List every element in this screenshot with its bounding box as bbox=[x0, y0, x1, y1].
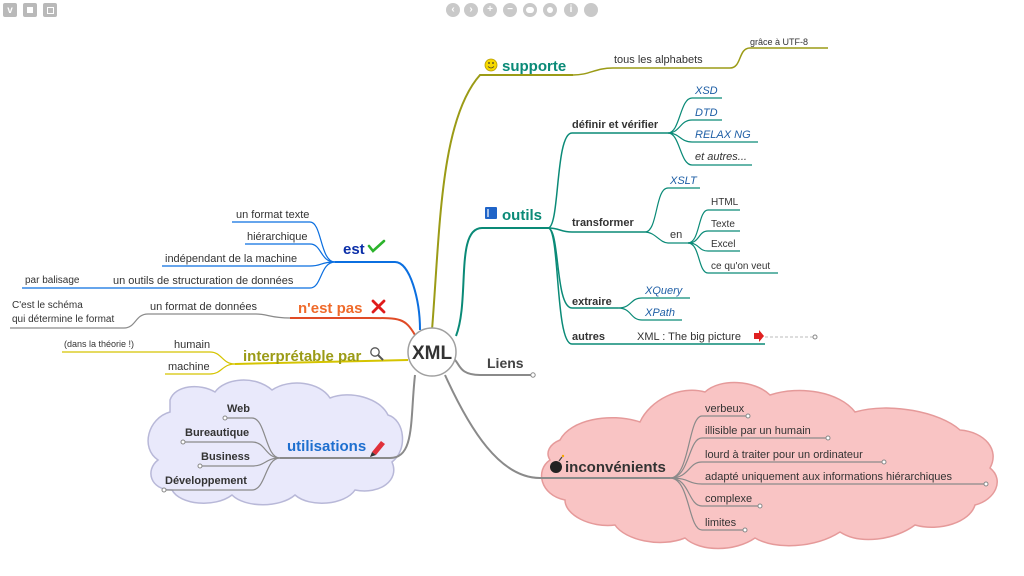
topic-utilisations-label: utilisations bbox=[287, 438, 366, 455]
outils-format[interactable]: HTML bbox=[711, 197, 739, 208]
topic-supporte[interactable]: supporte bbox=[484, 58, 566, 75]
restore-button[interactable] bbox=[43, 3, 57, 17]
maximize-button[interactable] bbox=[23, 3, 37, 17]
topic-est[interactable]: est bbox=[343, 239, 386, 258]
outils-definir-item[interactable]: et autres... bbox=[695, 151, 747, 163]
dot-icon bbox=[547, 7, 553, 13]
outils-extraire-item[interactable]: XQuery bbox=[644, 285, 684, 297]
restore-icon bbox=[46, 6, 54, 14]
outils-definir[interactable]: définir et vérifier bbox=[572, 119, 659, 131]
interpretable-item[interactable]: machine bbox=[168, 361, 210, 373]
topic-nest-pas[interactable]: n'est pas bbox=[298, 299, 386, 317]
supporte-grandchild[interactable]: grâce à UTF-8 bbox=[750, 37, 808, 47]
outils-format[interactable]: Excel bbox=[711, 239, 735, 250]
next-button[interactable]: › bbox=[464, 3, 478, 17]
topic-liens[interactable]: Liens bbox=[487, 355, 524, 371]
outils-en[interactable]: en bbox=[670, 229, 682, 241]
inconvenient-item[interactable]: limites bbox=[705, 517, 737, 529]
prev-button[interactable]: ‹ bbox=[446, 3, 460, 17]
outils-format[interactable]: ce qu'on veut bbox=[711, 261, 770, 272]
minus-icon: − bbox=[507, 4, 513, 15]
nest-pas-item[interactable]: un format de données bbox=[150, 301, 258, 313]
utilisation-item[interactable]: Bureautique bbox=[185, 427, 249, 439]
pencil-icon bbox=[370, 441, 385, 457]
cross-icon bbox=[371, 299, 386, 314]
fit-icon bbox=[526, 7, 534, 13]
topic-utilisations[interactable]: utilisations bbox=[287, 438, 385, 457]
center-node[interactable]: XML bbox=[407, 327, 457, 377]
info-button[interactable]: i bbox=[564, 3, 578, 17]
topic-outils[interactable]: outils bbox=[485, 207, 542, 224]
view-toggle-button[interactable]: v bbox=[3, 3, 17, 17]
topic-interpretable[interactable]: interprétable par bbox=[243, 347, 384, 365]
outils-extraire-item[interactable]: XPath bbox=[644, 307, 675, 319]
inconvenient-item[interactable]: illisible par un humain bbox=[705, 425, 811, 437]
book-icon bbox=[485, 207, 497, 219]
chevron-left-icon: ‹ bbox=[451, 4, 455, 15]
chevron-right-icon: › bbox=[469, 4, 473, 15]
outils-definir-item[interactable]: XSD bbox=[694, 85, 718, 97]
check-icon bbox=[367, 239, 386, 253]
topic-inconvenients-label: inconvénients bbox=[565, 459, 666, 476]
utilisation-item[interactable]: Web bbox=[227, 403, 250, 415]
smiley-icon bbox=[484, 58, 498, 72]
fit-button[interactable] bbox=[523, 3, 537, 17]
outils-xslt[interactable]: XSLT bbox=[669, 175, 698, 187]
center-button[interactable] bbox=[543, 3, 557, 17]
inconvenient-item[interactable]: adapté uniquement aux informations hiéra… bbox=[705, 471, 953, 483]
interpretable-note[interactable]: (dans la théorie !) bbox=[64, 339, 134, 349]
topic-interpretable-label: interprétable par bbox=[243, 348, 362, 365]
inconvenients-cloud bbox=[540, 381, 998, 550]
nest-pas-note-line2[interactable]: qui détermine le format bbox=[12, 314, 114, 325]
info-icon: i bbox=[569, 4, 573, 15]
magnifier-icon bbox=[370, 347, 384, 361]
outils-extraire[interactable]: extraire bbox=[572, 296, 612, 308]
outils-transformer[interactable]: transformer bbox=[572, 217, 634, 229]
inconvenient-item[interactable]: lourd à traiter pour un ordinateur bbox=[705, 449, 863, 461]
utilisation-item[interactable]: Business bbox=[201, 451, 250, 463]
inconvenient-item[interactable]: verbeux bbox=[705, 403, 745, 415]
nest-pas-note-line1[interactable]: C'est le schéma bbox=[12, 300, 83, 311]
inconvenient-item[interactable]: complexe bbox=[705, 493, 752, 505]
interpretable-item[interactable]: humain bbox=[174, 339, 210, 351]
est-item[interactable]: un format texte bbox=[236, 209, 309, 221]
arrow-right-icon bbox=[754, 330, 764, 342]
topic-nest-pas-label: n'est pas bbox=[298, 300, 362, 317]
outils-autres[interactable]: autres bbox=[572, 331, 605, 343]
est-sub-item[interactable]: par balisage bbox=[25, 275, 80, 286]
outils-format[interactable]: Texte bbox=[711, 219, 735, 230]
est-item[interactable]: un outils de structuration de données bbox=[113, 275, 294, 287]
est-item[interactable]: hiérarchique bbox=[247, 231, 308, 243]
outils-autres-link[interactable]: XML : The big picture bbox=[637, 331, 741, 343]
bomb-icon bbox=[550, 454, 565, 473]
outils-definir-item[interactable]: DTD bbox=[695, 107, 718, 119]
utilisation-item[interactable]: Développement bbox=[165, 475, 247, 487]
zoom-in-button[interactable]: + bbox=[483, 3, 497, 17]
topic-inconvenients[interactable]: inconvénients bbox=[550, 454, 666, 476]
center-title: XML bbox=[412, 343, 453, 364]
topic-est-label: est bbox=[343, 241, 365, 258]
est-item[interactable]: indépendant de la machine bbox=[165, 253, 297, 265]
outils-definir-item[interactable]: RELAX NG bbox=[695, 129, 751, 141]
topic-supporte-label: supporte bbox=[502, 58, 566, 75]
topic-outils-label: outils bbox=[502, 207, 542, 224]
square-icon bbox=[27, 7, 33, 13]
supporte-child[interactable]: tous les alphabets bbox=[614, 54, 703, 66]
zoom-out-button[interactable]: − bbox=[503, 3, 517, 17]
option-button[interactable] bbox=[584, 3, 598, 17]
view-toggle-label: v bbox=[7, 4, 13, 16]
plus-icon: + bbox=[487, 4, 493, 15]
